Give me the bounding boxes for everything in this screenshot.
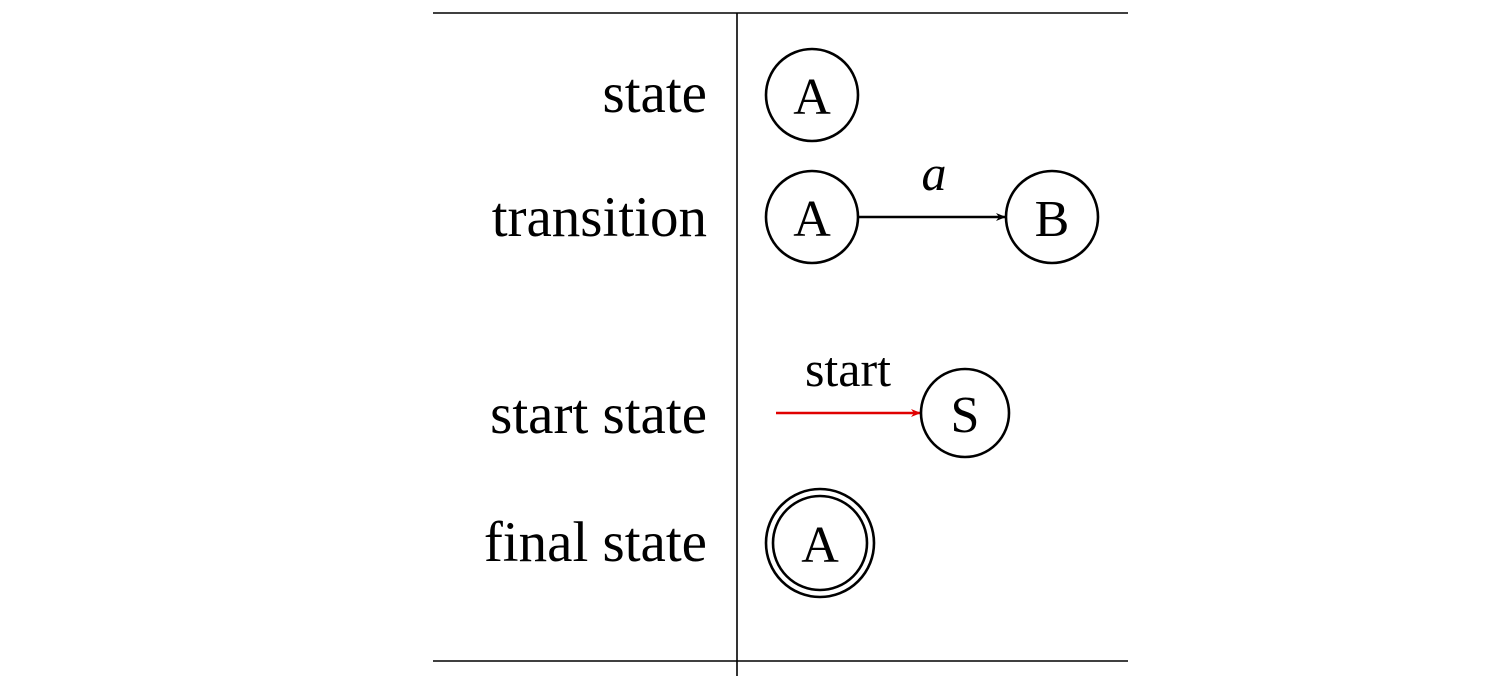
row-label-transition: transition	[492, 186, 707, 249]
transition-target-node	[1004, 169, 1100, 265]
state-node-label: A	[793, 69, 831, 126]
state-example: A	[764, 47, 860, 143]
start-state-label: S	[951, 387, 980, 444]
row-label-final-state: final state	[484, 511, 707, 574]
transition-symbol: a	[922, 145, 947, 201]
transition-target-label: B	[1035, 191, 1070, 248]
final-state-label: A	[801, 517, 839, 574]
final-state-inner-ring	[771, 494, 869, 592]
state-node	[764, 47, 860, 143]
transition-example: A a B	[764, 145, 1100, 265]
row-label-state: state	[603, 62, 707, 125]
start-state-node	[919, 367, 1011, 459]
start-arrow-label: start	[805, 341, 891, 397]
final-state-example: A	[764, 487, 876, 599]
transition-source-label: A	[793, 191, 831, 248]
start-state-example: start S	[776, 341, 1011, 459]
row-label-start-state: start state	[490, 383, 707, 446]
